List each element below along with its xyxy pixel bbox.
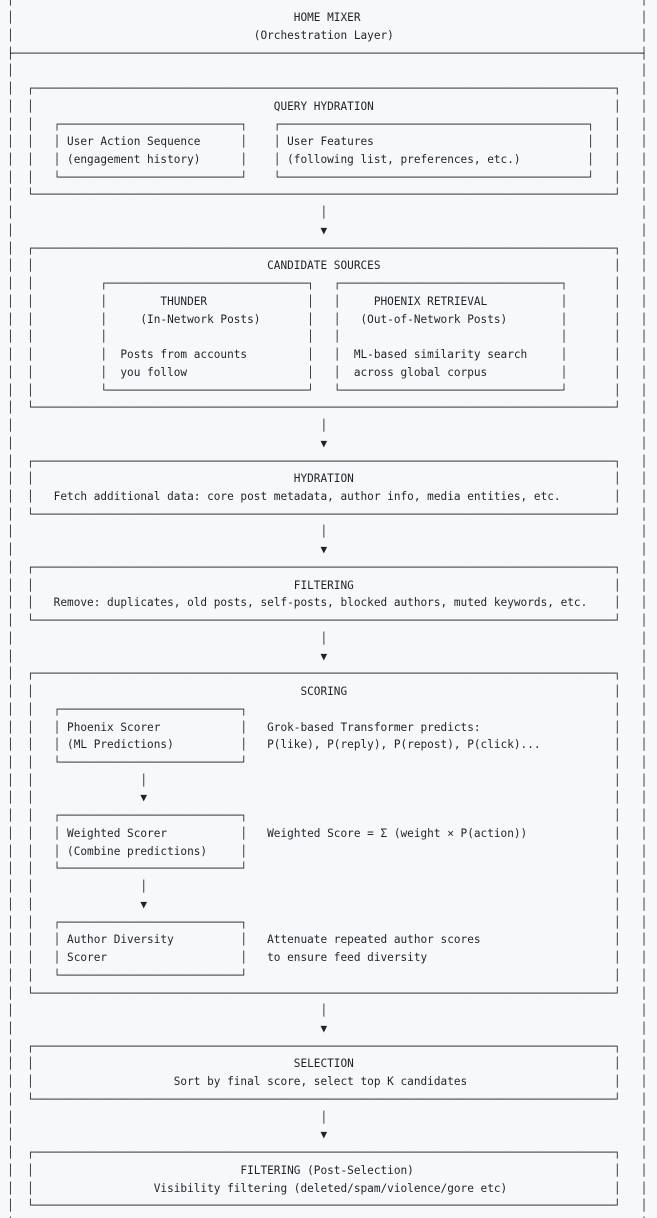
ascii-architecture-diagram: ┌───────────────────────────────────────… <box>7 0 648 1218</box>
